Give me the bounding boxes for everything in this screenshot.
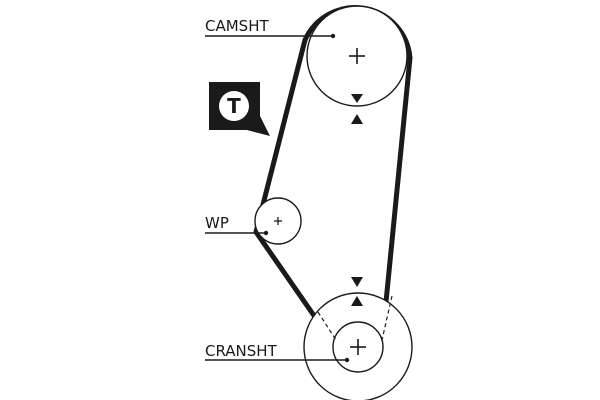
- crankshaft-timing-mark-up-icon: [351, 296, 363, 306]
- camshaft-center-cross-icon: [349, 48, 365, 64]
- camshaft-label: CAMSHT: [205, 17, 269, 35]
- crankshaft-label: CRANSHT: [205, 342, 278, 360]
- belt-dashed-right: [381, 295, 393, 341]
- belt-dashed-left: [317, 311, 337, 341]
- camshaft-timing-mark-up-icon: [351, 114, 363, 124]
- belt-right-run: [383, 55, 413, 305]
- crankshaft-leader-dot: [344, 357, 350, 363]
- camshaft-leader-dot: [330, 33, 336, 39]
- water-pump-center-cross-icon: [274, 217, 282, 225]
- water-pump-leader-dot: [263, 230, 269, 236]
- tensioner-callout-icon: T: [209, 82, 270, 136]
- camshaft-timing-mark-down-icon: [351, 94, 363, 103]
- crankshaft-timing-mark-down-icon: [351, 277, 363, 287]
- belt-left-run: [253, 37, 336, 346]
- water-pump-label: WP: [205, 214, 229, 232]
- crankshaft-center-cross-icon: [350, 339, 366, 355]
- tensioner-letter: T: [227, 94, 241, 118]
